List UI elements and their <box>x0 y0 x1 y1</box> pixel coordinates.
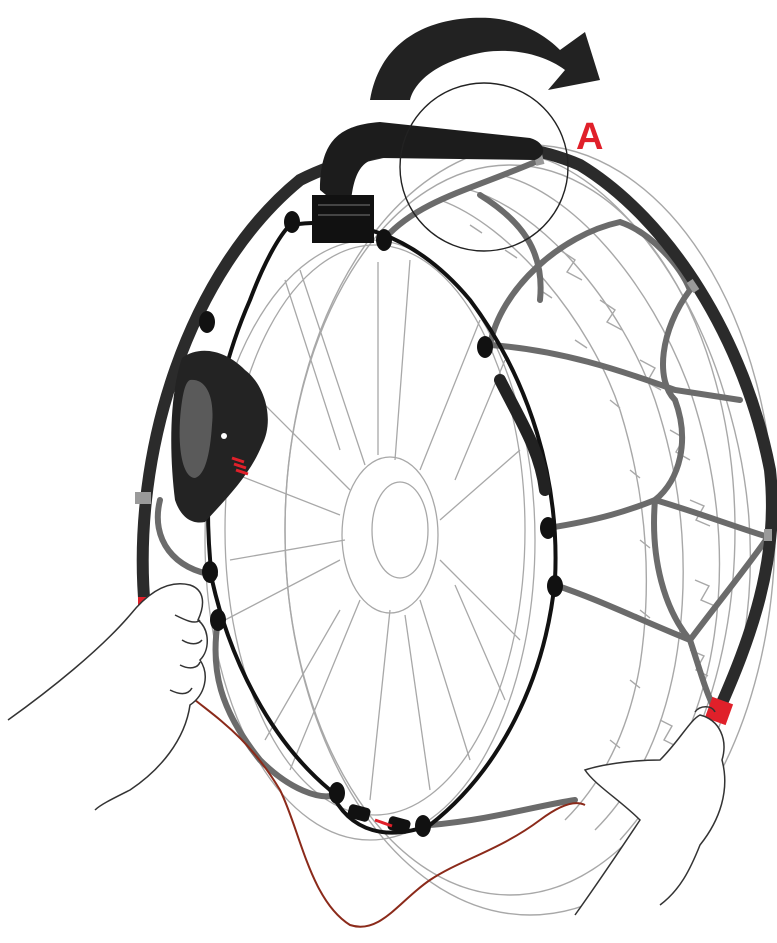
tire-tread-blocks <box>560 250 715 746</box>
clip <box>202 561 218 583</box>
rim-spokes-2 <box>225 262 505 790</box>
tire-tread-line <box>470 190 683 830</box>
tire-tread-sipes <box>470 225 650 748</box>
clip <box>329 782 345 804</box>
clip <box>415 815 431 837</box>
callout-label-a: A <box>576 118 603 156</box>
rim-spokes <box>230 260 520 800</box>
chain-segment <box>654 500 690 640</box>
clip <box>210 609 226 631</box>
left-hand <box>8 584 207 810</box>
clip <box>199 311 215 333</box>
clip <box>540 517 556 539</box>
top-strap <box>312 122 543 243</box>
hands <box>8 584 725 915</box>
tensioner-screw <box>221 433 227 439</box>
hub-inner <box>372 482 428 578</box>
chain-segment <box>490 345 740 400</box>
clip <box>477 336 493 358</box>
hub-outer <box>342 457 438 613</box>
right-hand <box>575 715 725 915</box>
curved-rotation-arrow-icon <box>370 18 600 100</box>
clip <box>284 211 300 233</box>
tensioner-box-icon <box>171 351 268 523</box>
rim-edge-inner <box>225 245 525 815</box>
clip <box>376 229 392 251</box>
strap-buckle <box>312 195 374 243</box>
clip <box>547 575 563 597</box>
